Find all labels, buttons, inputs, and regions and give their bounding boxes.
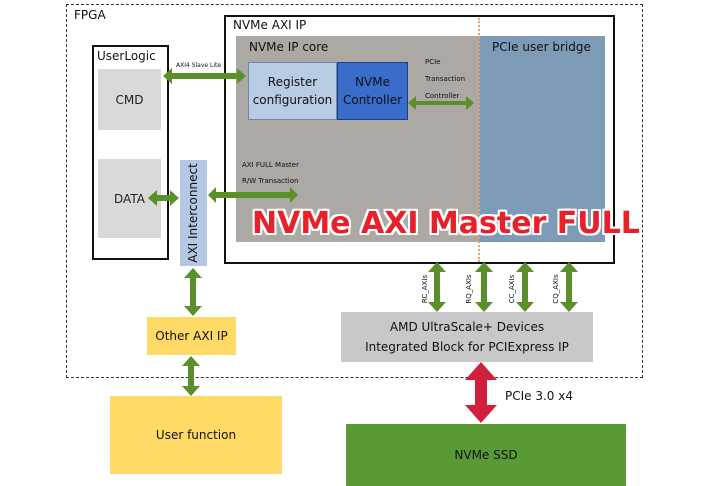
rw-transaction-label: R/W Transaction: [242, 177, 299, 185]
arrow-rq-axis: [475, 262, 493, 312]
nvme-ssd-box: NVMe SSD: [346, 424, 626, 486]
arrow-other-ip-user-function: [182, 356, 200, 396]
nvme-ip-core-label: NVMe IP core: [249, 40, 329, 54]
user-function-label: User function: [155, 428, 237, 442]
pcie-transaction-label-1: PCIe: [425, 58, 441, 66]
divider-line: [478, 18, 480, 262]
arrow-pcie-link: [465, 362, 497, 423]
pcie-user-bridge-box: [479, 36, 605, 242]
arrow-interconnect-other-ip: [184, 268, 202, 316]
other-axi-ip-box: Other AXI IP: [147, 317, 236, 355]
other-axi-ip-label: Other AXI IP: [155, 329, 228, 343]
nvme-controller-line1: NVMe: [355, 75, 390, 89]
data-label: DATA: [114, 191, 145, 206]
cmd-label: CMD: [115, 92, 144, 107]
amd-block-line2: Integrated Block for PCIExpress IP: [365, 340, 569, 354]
arrow-pcie-transaction: [408, 96, 474, 110]
fpga-label: FPGA: [74, 8, 106, 22]
axi-interconnect-box: [180, 160, 207, 266]
arrow-cq-axis: [560, 262, 578, 312]
pcie-link-label: PCIe 3.0 x4: [505, 389, 573, 403]
nvme-axi-ip-label: NVMe AXI IP: [233, 18, 307, 32]
axi-full-master-label: AXI FULL Master: [242, 161, 299, 169]
nvme-controller-box: NVMe Controller: [337, 62, 408, 120]
axi4-slave-lite-label: AXI4 Slave Lite: [176, 62, 222, 69]
arrow-axi4-lite: [163, 68, 246, 84]
cmd-box: CMD: [98, 69, 161, 130]
nvme-controller-line2: Controller: [342, 93, 403, 107]
amd-block-line1: AMD UltraScale+ Devices: [389, 320, 545, 334]
register-configuration-line1: Register: [267, 75, 318, 89]
user-logic-label: UserLogic: [97, 49, 156, 63]
arrow-cc-axis: [516, 262, 534, 312]
user-function-box: User function: [110, 396, 282, 474]
pcie-transaction-label-2: Transaction: [425, 75, 466, 83]
pcie-transaction-label-3: Controller: [425, 92, 460, 100]
arrow-rc-axis: [428, 262, 446, 312]
overlay-title: NVMe AXI Master FULL: [252, 206, 640, 241]
arrow-data-interconnect: [148, 190, 179, 206]
register-configuration-box: Register configuration: [248, 62, 337, 120]
fpga-boundary: [66, 4, 643, 378]
register-configuration-line2: configuration: [252, 93, 333, 107]
amd-ultrascale-block: AMD UltraScale+ Devices Integrated Block…: [341, 312, 593, 362]
pcie-user-bridge-label: PCIe user bridge: [492, 40, 591, 54]
nvme-ssd-label: NVMe SSD: [454, 448, 518, 462]
arrow-axi-full-master: [208, 187, 298, 203]
